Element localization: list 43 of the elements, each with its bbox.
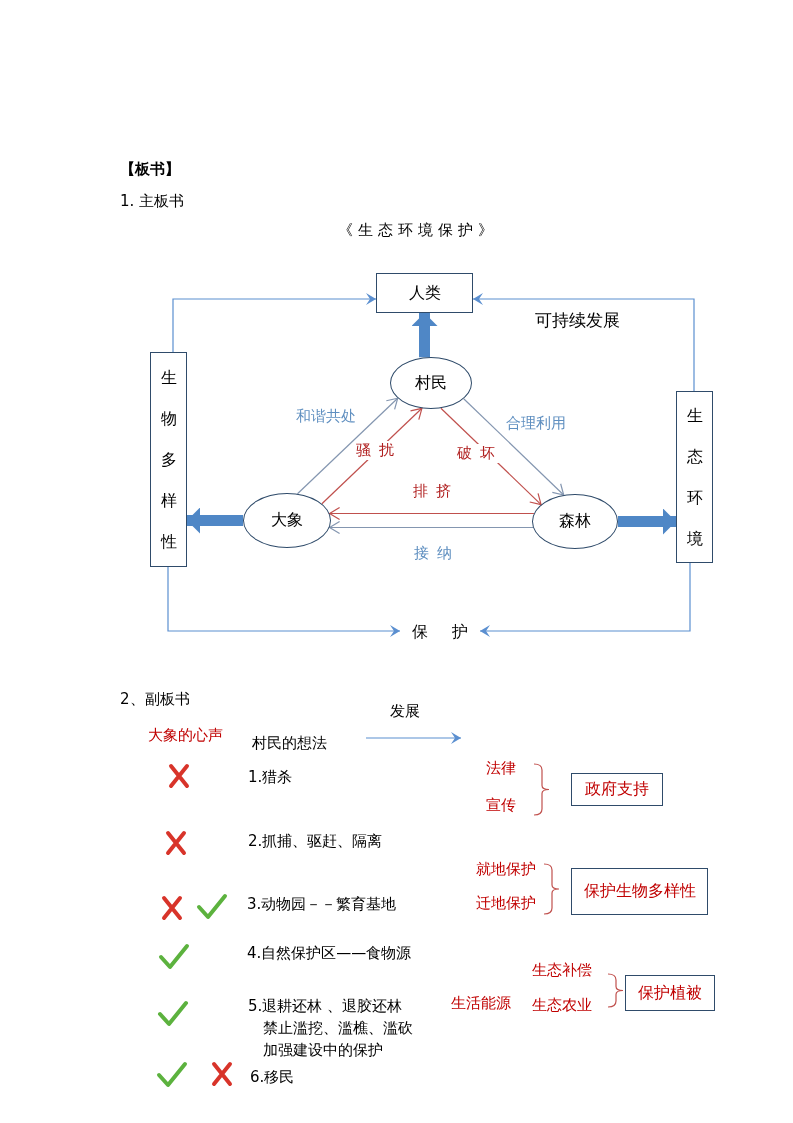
arrow bbox=[329, 520, 534, 535]
node-box: 生态环境 bbox=[676, 391, 713, 563]
arrow bbox=[329, 506, 535, 521]
block-arrow bbox=[618, 508, 676, 535]
arrow bbox=[296, 397, 399, 495]
text-label: 4.自然保护区——食物源 bbox=[247, 944, 412, 962]
node-box: 人类 bbox=[376, 273, 473, 313]
text-label: 1. 主板书 bbox=[120, 192, 185, 210]
text-label: 6.移民 bbox=[250, 1068, 295, 1086]
text-label: 2.抓捕、驱赶、隔离 bbox=[248, 832, 383, 850]
text-label: 1.猎杀 bbox=[248, 768, 293, 786]
text-label: 5.退耕还林 、退胶还林 bbox=[248, 997, 403, 1015]
arrow bbox=[167, 566, 401, 637]
text-label: 可持续发展 bbox=[535, 310, 620, 331]
arrow bbox=[172, 293, 377, 353]
node-box: 政府支持 bbox=[571, 773, 663, 806]
text-label: 3.动物园－－繁育基地 bbox=[247, 895, 397, 913]
node-box: 保护植被 bbox=[625, 975, 715, 1011]
text-label: 加强建设中的保护 bbox=[263, 1041, 383, 1059]
text-label: 生态补偿 bbox=[532, 961, 592, 979]
text-label: 发展 bbox=[390, 702, 420, 720]
text-label: 生活能源 bbox=[451, 994, 511, 1012]
diagram-title: 《生态环境保护》 bbox=[338, 221, 498, 239]
node-box: 保护生物多样性 bbox=[571, 868, 708, 915]
text-label: 迁地保护 bbox=[476, 894, 536, 912]
edge-label: 合理利用 bbox=[505, 414, 567, 433]
arrow bbox=[479, 562, 691, 637]
arrow bbox=[472, 293, 695, 392]
text-label: 2、副板书 bbox=[120, 690, 190, 708]
node-text: 保护 bbox=[400, 619, 480, 645]
text-label: 生态农业 bbox=[532, 996, 592, 1014]
edge-label: 和谐共处 bbox=[295, 407, 357, 426]
block-arrow bbox=[411, 313, 438, 358]
text-label: 【板书】 bbox=[120, 160, 180, 178]
block-arrow bbox=[187, 507, 243, 534]
text-label: 宣传 bbox=[486, 796, 516, 814]
text-label: 大象的心声 bbox=[148, 726, 223, 744]
arrow bbox=[463, 398, 565, 496]
node-box: 生物多样性 bbox=[150, 352, 187, 567]
text-label: 村民的想法 bbox=[252, 734, 327, 752]
text-label: 就地保护 bbox=[476, 860, 536, 878]
text-label: 法律 bbox=[486, 759, 516, 777]
text-label: 禁止滥挖、滥樵、滥砍 bbox=[263, 1019, 413, 1037]
